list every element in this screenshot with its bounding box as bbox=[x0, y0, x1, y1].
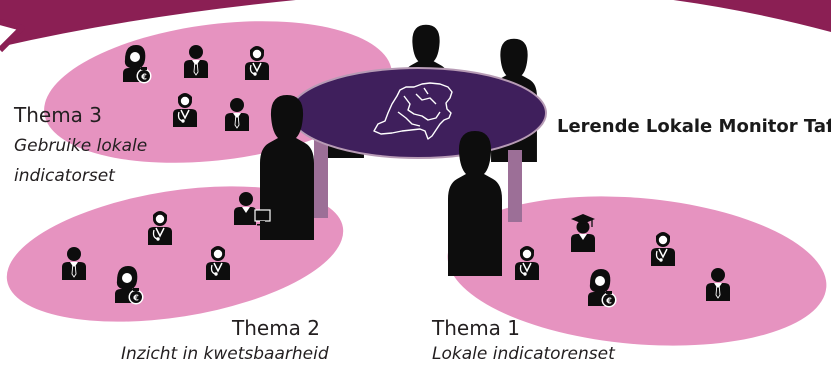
thema-2-subtitle: Inzicht in kwetsbaarheid bbox=[121, 344, 329, 364]
thema-3-title: Thema 3 bbox=[14, 103, 103, 127]
thema-3-subtitle-line-2: indicatorset bbox=[14, 166, 115, 186]
table-title: Lerende Lokale Monitor Tafel bbox=[557, 116, 831, 137]
monitor-table bbox=[289, 67, 547, 159]
table-legs bbox=[314, 140, 522, 222]
thema-3-subtitle-line-1: Gebruike lokale bbox=[14, 136, 148, 156]
thema-1-title: Thema 1 bbox=[432, 316, 521, 340]
netherlands-map-icon bbox=[373, 82, 453, 140]
top-swoosh-decoration bbox=[0, 0, 831, 53]
thema-2-title: Thema 2 bbox=[232, 316, 321, 340]
thema-1-group-ellipse bbox=[447, 196, 827, 346]
thema-1-subtitle: Lokale indicatorenset bbox=[432, 344, 615, 364]
